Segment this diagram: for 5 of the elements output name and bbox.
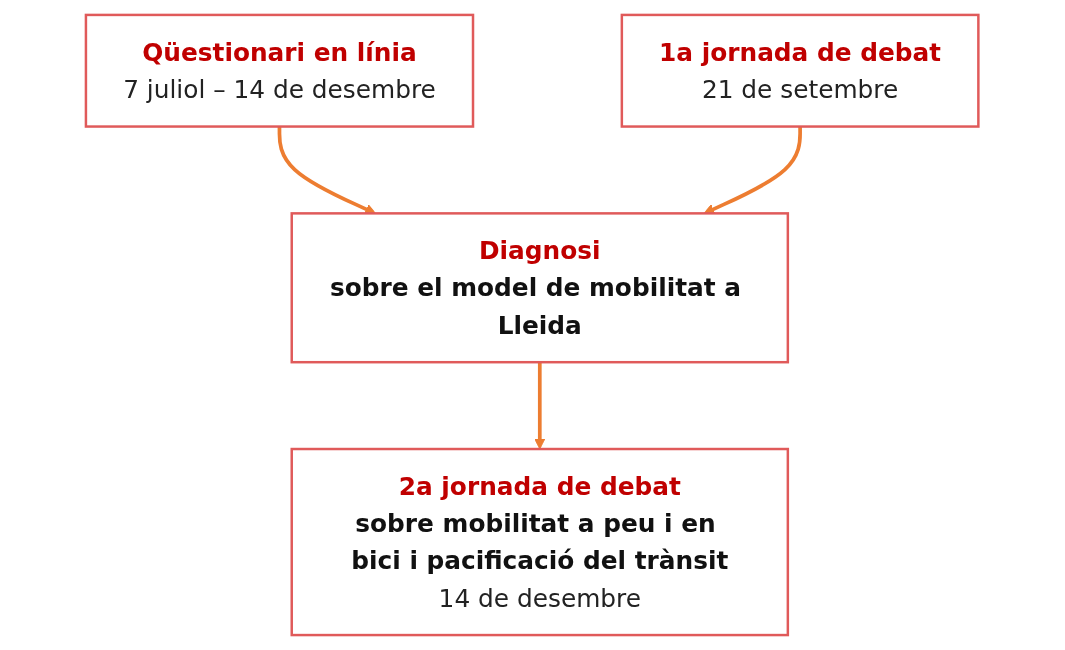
node-box: Qüestionari en línia 7 juliol – 14 de desembre xyxy=(85,13,475,128)
node-box: Diagnosi sobre el model de mobilitat a Lleida xyxy=(290,212,790,364)
arrow xyxy=(534,362,546,450)
node-box: 1a jornada de debat 21 de setembre xyxy=(620,13,980,128)
node-box: 2a jornada de debat sobre mobilitat a peu i en bici i pacificació del trànsit 14 de desembre xyxy=(290,447,790,637)
